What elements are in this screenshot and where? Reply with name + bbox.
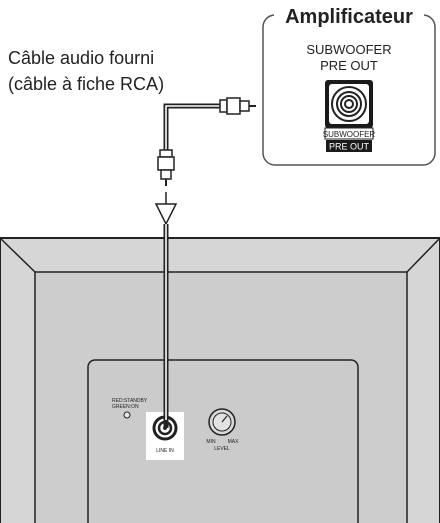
rca-cable [154, 97, 256, 428]
level-knob [208, 408, 236, 436]
amplifier-box: Amplificateur SUBWOOFER PRE OUT SUBWOOFE… [262, 4, 436, 166]
subwoofer-output-label: SUBWOOFER [306, 42, 391, 57]
amplifier-title: Amplificateur [285, 6, 413, 28]
insertion-arrow-icon [154, 203, 178, 226]
jack-plate-preout: PRE OUT [329, 142, 370, 152]
level-max-label: MAX [228, 439, 240, 445]
level-label: LEVEL [214, 446, 230, 452]
cable-label-line2: (câble à fiche RCA) [8, 74, 164, 94]
line-in-label: LINE IN [156, 448, 174, 454]
standby-label-line2: GREEN:ON [112, 404, 139, 410]
power-indicator-led [123, 411, 131, 419]
rca-plug-subwoofer-end [157, 149, 175, 186]
jack-plate-label: SUBWOOFER [323, 130, 376, 139]
subwoofer-pre-out-jack: SUBWOOFER PRE OUT [323, 80, 376, 152]
level-min-label: MIN [206, 439, 216, 445]
rca-plug-amplifier-end [219, 97, 256, 115]
standby-label: RED:STANDBY [112, 398, 148, 404]
cable-label: Câble audio fourni [8, 48, 154, 68]
pre-out-label: PRE OUT [320, 58, 378, 73]
rear-panel: RED:STANDBY GREEN:ON LINE IN MIN MAX [87, 359, 359, 523]
